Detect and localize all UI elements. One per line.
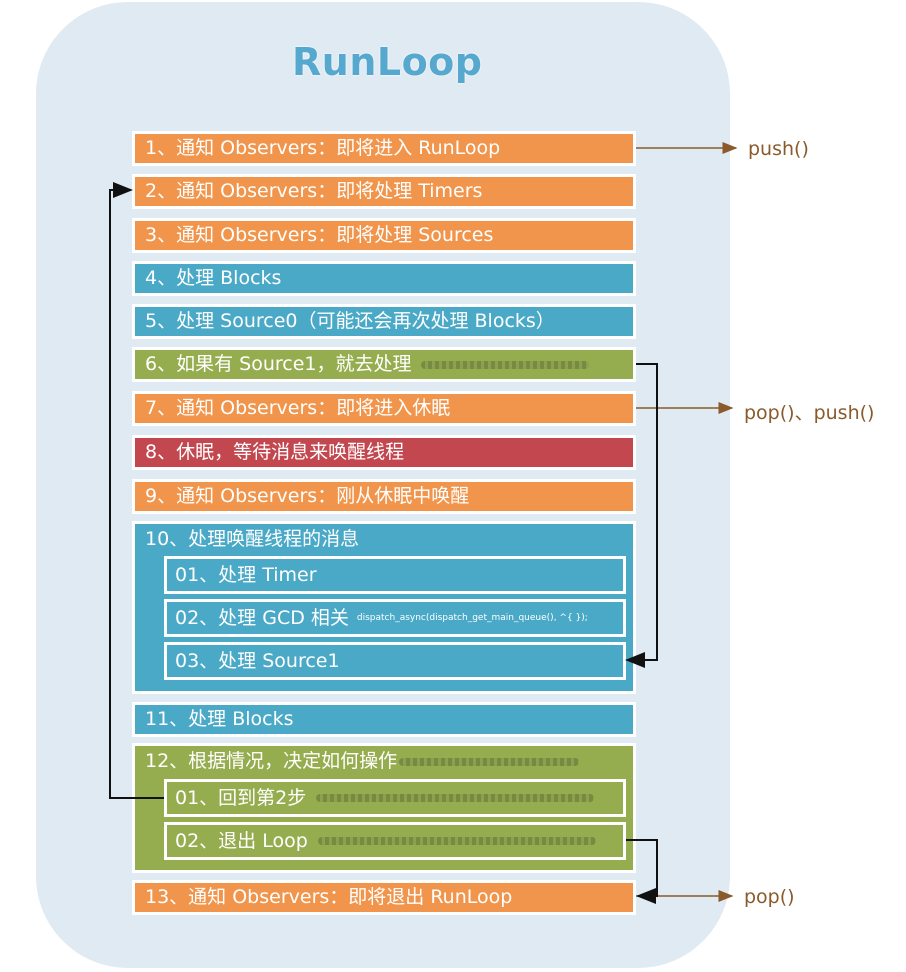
step-12-2: 02、退出 Loop	[164, 822, 626, 860]
step-9: 9、通知 Observers：刚从休眠中唤醒	[132, 479, 636, 514]
step-7: 7、通知 Observers：即将进入休眠	[132, 391, 636, 426]
step-10-2-label: 02、处理 GCD 相关	[175, 606, 349, 629]
diagram-title: RunLoop	[292, 40, 483, 84]
push-label: push()	[748, 138, 809, 160]
redacted-mark	[421, 360, 590, 369]
step-11-label: 11、处理 Blocks	[145, 708, 294, 730]
exit-loop-arrow	[626, 839, 658, 904]
step-6: 6、如果有 Source1，就去处理	[132, 347, 636, 382]
step-13-label: 13、通知 Observers：即将退出 RunLoop	[145, 886, 513, 908]
step-11: 11、处理 Blocks	[132, 702, 636, 737]
step-6-label: 6、如果有 Source1，就去处理	[145, 353, 412, 375]
pop-label: pop()	[744, 886, 795, 908]
step-12-1: 01、回到第2步	[164, 779, 626, 817]
step-10-3-label: 03、处理 Source1	[175, 649, 340, 672]
step-5-label: 5、处理 Source0（可能还会再次处理 Blocks）	[145, 310, 555, 332]
step-2-label: 2、通知 Observers：即将处理 Timers	[145, 180, 483, 202]
step-12-label: 12、根据情况，决定如何操作	[145, 750, 398, 772]
source1-arrow	[625, 363, 658, 668]
step-4: 4、处理 Blocks	[132, 261, 636, 296]
pop-push-label: pop()、push()	[744, 402, 875, 424]
step-2: 2、通知 Observers：即将处理 Timers	[132, 174, 636, 209]
step-1-label: 1、通知 Observers：即将进入 RunLoop	[145, 137, 501, 159]
step-10-3: 03、处理 Source1	[164, 642, 626, 680]
step-12-1-label: 01、回到第2步	[175, 786, 307, 809]
redacted-mark	[316, 794, 595, 802]
step-8-label: 8、休眠，等待消息来唤醒线程	[145, 441, 405, 463]
step-8: 8、休眠，等待消息来唤醒线程	[132, 435, 636, 470]
step-9-label: 9、通知 Observers：刚从休眠中唤醒	[145, 485, 470, 507]
step-3-label: 3、通知 Observers：即将处理 Sources	[145, 224, 494, 246]
step-10-2: 02、处理 GCD 相关 dispatch_async(dispatch_get_…	[164, 599, 626, 637]
step-12-2-label: 02、退出 Loop	[175, 829, 308, 852]
redacted-mark	[399, 758, 580, 766]
step-1: 1、通知 Observers：即将进入 RunLoop	[132, 131, 636, 166]
step-13: 13、通知 Observers：即将退出 RunLoop	[132, 880, 636, 915]
step-10-label: 10、处理唤醒线程的消息	[145, 528, 360, 550]
back-to-step-2-arrow	[109, 182, 164, 799]
step-5: 5、处理 Source0（可能还会再次处理 Blocks）	[132, 304, 636, 339]
step-10-1-label: 01、处理 Timer	[175, 563, 317, 586]
step-4-label: 4、处理 Blocks	[145, 267, 282, 289]
step-7-label: 7、通知 Observers：即将进入休眠	[145, 397, 451, 419]
redacted-mark	[317, 837, 596, 845]
step-3: 3、通知 Observers：即将处理 Sources	[132, 218, 636, 253]
gcd-code-sample: dispatch_async(dispatch_get_main_queue()…	[356, 612, 588, 623]
step-10-1: 01、处理 Timer	[164, 556, 626, 594]
